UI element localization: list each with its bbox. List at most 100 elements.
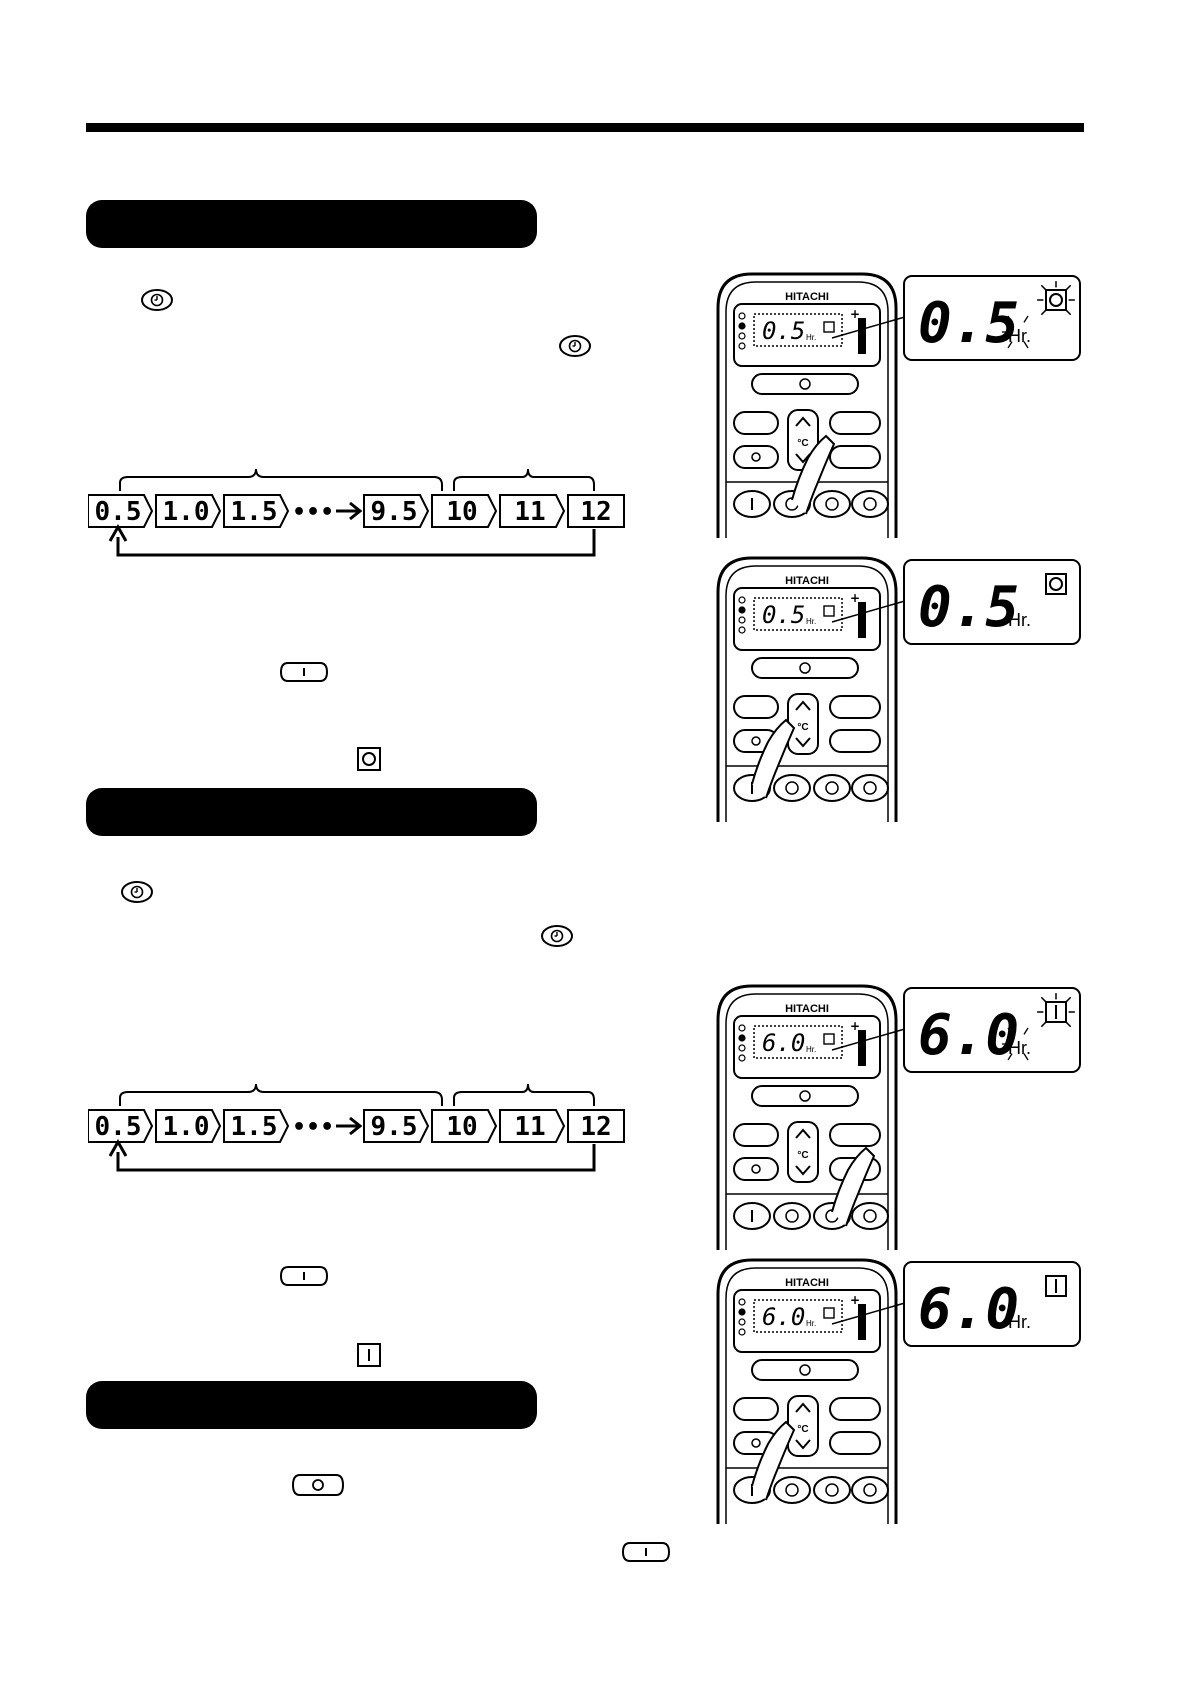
swing-button[interactable] <box>829 695 881 719</box>
signal-bar-icon <box>858 1030 866 1066</box>
power-button[interactable] <box>751 657 859 679</box>
sequence-value: 9.5 <box>371 1112 418 1142</box>
sequence-cell: 11 <box>499 494 566 528</box>
blink-ray <box>1007 1053 1013 1061</box>
on-indicator-icon <box>1045 1001 1067 1023</box>
sleep-button[interactable] <box>829 729 881 753</box>
lcd-indicator-icon <box>823 1307 835 1319</box>
blink-ray <box>1040 1021 1047 1028</box>
signal-bar-icon <box>858 1304 866 1340</box>
lcd-value: 0.5 <box>762 317 805 345</box>
ellipsis: ••• <box>292 1115 334 1140</box>
sequence-value: 0.5 <box>95 497 142 527</box>
lcd-unit: Hr. <box>806 617 816 626</box>
section-header-cancel <box>86 1381 537 1429</box>
lcd-unit: Hr. <box>806 1045 816 1054</box>
blink-ray <box>1023 1027 1029 1035</box>
blink-ray <box>1007 1027 1013 1035</box>
fan-button[interactable] <box>733 1157 779 1181</box>
blink-ray <box>1065 284 1072 291</box>
callout-value: 0.5 <box>918 291 1019 356</box>
lcd-unit: Hr. <box>806 333 816 342</box>
callout-unit: Hr. <box>1008 1038 1031 1058</box>
on-button-icon <box>279 662 329 682</box>
lcd-indicator-icon <box>823 605 835 617</box>
sequence-cell: 1.0 <box>155 494 222 528</box>
blink-ray <box>1040 284 1047 291</box>
display-callout <box>903 987 1081 1073</box>
lcd-window <box>753 1025 843 1059</box>
sequence-cell: 1.5 <box>223 494 290 528</box>
lcd-window <box>753 1299 843 1333</box>
sequence-value: 11 <box>514 497 545 527</box>
swing-button[interactable] <box>829 1123 881 1147</box>
sequence-cell: 0.5 <box>88 1109 154 1143</box>
on-button-icon <box>279 1266 329 1286</box>
power-button[interactable] <box>751 373 859 395</box>
sequence-value: 1.0 <box>163 497 210 527</box>
mode-button[interactable] <box>733 695 779 719</box>
temp-unit-label: °C <box>797 1150 808 1161</box>
fan-button[interactable] <box>733 445 779 469</box>
sequence-cell: 11 <box>499 1109 566 1143</box>
cancel-button[interactable] <box>851 1476 889 1504</box>
lcd-value: 0.5 <box>762 601 805 629</box>
finger-icon <box>751 718 796 799</box>
cancel-button[interactable] <box>851 1202 889 1230</box>
sequence-cell: 9.5 <box>363 1109 430 1143</box>
lcd-window <box>753 313 843 347</box>
mode-button[interactable] <box>733 411 779 435</box>
sleep-button[interactable] <box>829 1431 881 1455</box>
swing-button[interactable] <box>829 1397 881 1421</box>
swing-button[interactable] <box>829 411 881 435</box>
power-button[interactable] <box>751 1085 859 1107</box>
mode-button[interactable] <box>733 1123 779 1147</box>
blink-ray <box>1023 341 1029 349</box>
cancel-button[interactable] <box>851 490 889 518</box>
brand-label: HITACHI <box>785 575 829 587</box>
signal-bar-icon <box>858 318 866 354</box>
cancel-button[interactable] <box>851 774 889 802</box>
off-indicator-icon <box>357 747 381 771</box>
sequence-cell: 1.0 <box>155 1109 222 1143</box>
off-indicator-icon <box>1045 573 1067 595</box>
lcd-value: 6.0 <box>762 1303 805 1331</box>
sequence-cell: 10 <box>431 1109 498 1143</box>
temp-unit-label: °C <box>797 722 808 733</box>
timer-button[interactable] <box>813 774 851 802</box>
timer-button[interactable] <box>813 1476 851 1504</box>
on-indicator-icon <box>357 1343 381 1367</box>
blink-ray <box>1040 996 1047 1003</box>
plus-label: + <box>850 591 860 605</box>
sequence-value: 9.5 <box>371 497 418 527</box>
temp-button[interactable] <box>787 1121 819 1183</box>
power-button[interactable] <box>751 1359 859 1381</box>
lcd-unit: Hr. <box>806 1319 816 1328</box>
mode-button[interactable] <box>733 1397 779 1421</box>
lcd-window <box>753 597 843 631</box>
sequence-cell: 12 <box>567 1109 625 1143</box>
timer-button[interactable] <box>813 490 851 518</box>
off-timer-button[interactable] <box>773 1202 811 1230</box>
callout-value: 6.0 <box>918 1003 1019 1068</box>
sleep-button[interactable] <box>829 445 881 469</box>
lcd-value: 6.0 <box>762 1029 805 1057</box>
sequence-value: 10 <box>446 1112 477 1142</box>
sequence-value: 1.5 <box>231 497 278 527</box>
temp-unit-label: °C <box>797 438 808 449</box>
off-timer-button[interactable] <box>773 774 811 802</box>
off-timer-button[interactable] <box>773 1476 811 1504</box>
off-indicator-icon <box>1045 289 1067 311</box>
finger-icon <box>831 1146 876 1227</box>
signal-bar-icon <box>858 602 866 638</box>
sequence-value: 1.0 <box>163 1112 210 1142</box>
sequence-cell: 0.5 <box>88 494 154 528</box>
blink-ray <box>1007 341 1013 349</box>
display-callout <box>903 559 1081 645</box>
